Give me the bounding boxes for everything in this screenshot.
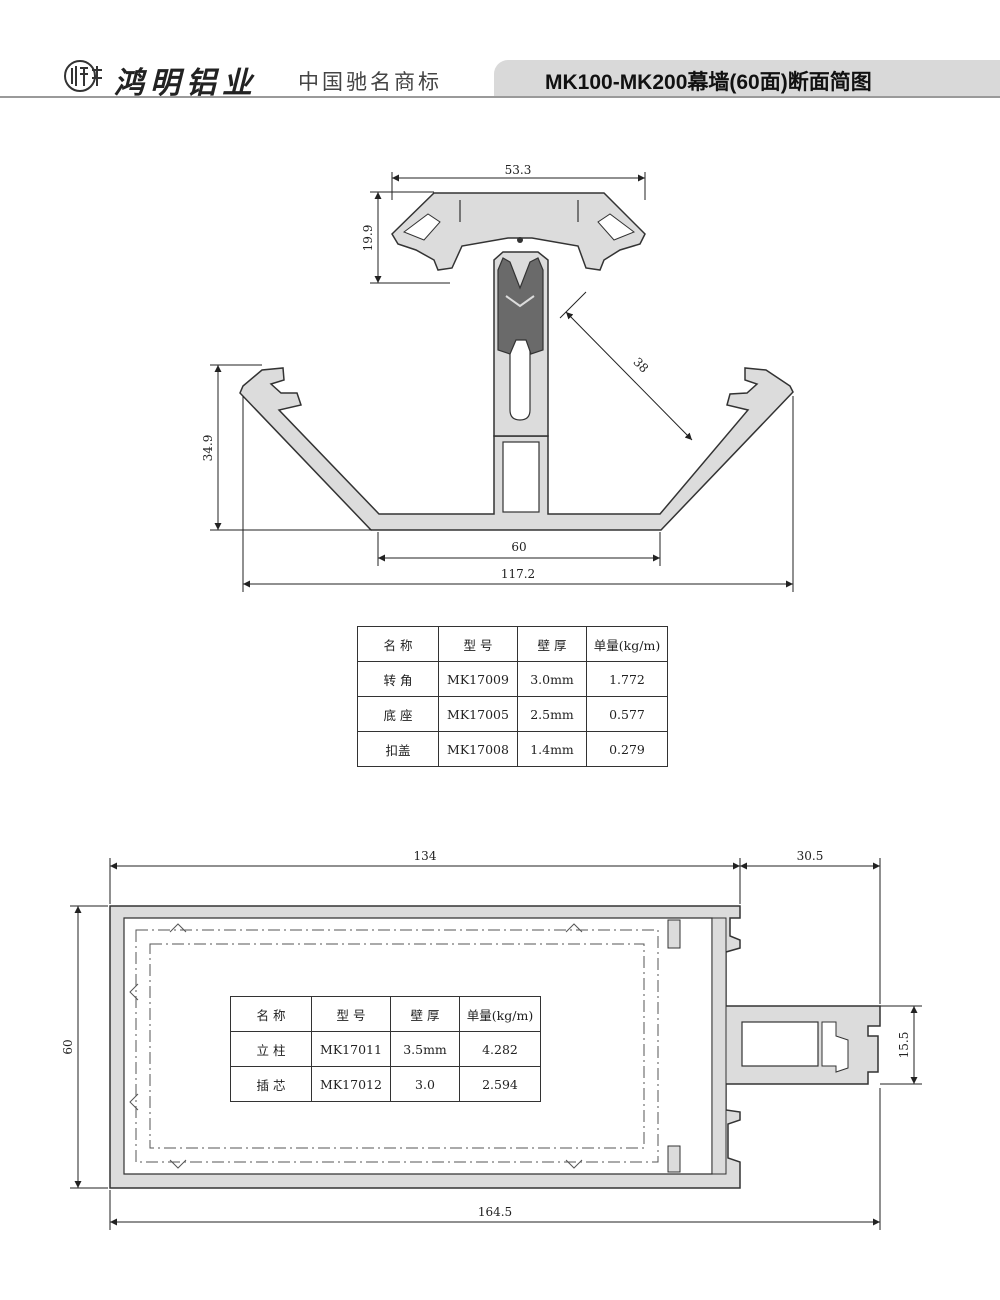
table-cell: 转 角 — [357, 661, 439, 697]
page-header: 鸿明铝业 中国驰名商标 MK100-MK200幕墙(60面)断面简图 — [0, 0, 1000, 101]
corner-profile-diagram: 53.3 19.9 38 34.9 60 117.2 — [201, 163, 794, 592]
table-header-cell: 单量(kg/m) — [459, 996, 541, 1032]
table-cell: 0.577 — [586, 696, 668, 732]
dim-total-width: 117.2 — [501, 567, 535, 581]
flange-slot — [741, 1021, 819, 1067]
dim-mullion-height: 60 — [61, 1039, 75, 1054]
table-header-cell: 名 称 — [230, 996, 312, 1032]
dim-slot-height: 15.5 — [897, 1032, 911, 1059]
table-cell: 1.772 — [586, 661, 668, 697]
dim-height: 34.9 — [201, 435, 215, 462]
dim-flange-width: 30.5 — [797, 849, 824, 863]
table-header-row: 名 称 型 号 壁 厚 单量(kg/m) — [230, 996, 541, 1032]
table-cell: 2.594 — [459, 1066, 541, 1102]
table-row: 插 芯 MK17012 3.0 2.594 — [230, 1066, 541, 1102]
table-row: 扣盖 MK17008 1.4mm 0.279 — [357, 731, 668, 767]
top-cap — [391, 192, 646, 271]
spec-table-corner: 名 称 型 号 壁 厚 单量(kg/m) 转 角 MK17009 3.0mm 1… — [357, 626, 668, 767]
title-tab — [494, 60, 1000, 98]
table-header-row: 名 称 型 号 壁 厚 单量(kg/m) — [357, 626, 668, 662]
header-divider — [0, 96, 1000, 98]
table-header-cell: 型 号 — [311, 996, 391, 1032]
table-cell: 3.5mm — [390, 1031, 460, 1067]
table-cell: 2.5mm — [517, 696, 587, 732]
table-cell: MK17011 — [311, 1031, 391, 1067]
table-cell: 扣盖 — [357, 731, 439, 767]
dim-cap-width: 53.3 — [505, 163, 532, 177]
table-cell: MK17005 — [438, 696, 518, 732]
brand-name: 鸿明铝业 — [114, 66, 258, 101]
table-row: 立 柱 MK17011 3.5mm 4.282 — [230, 1031, 541, 1067]
table-cell: 1.4mm — [517, 731, 587, 767]
table-cell: 0.279 — [586, 731, 668, 767]
table-cell: 3.0 — [390, 1066, 460, 1102]
table-cell: 4.282 — [459, 1031, 541, 1067]
table-cell: MK17008 — [438, 731, 518, 767]
table-cell: 立 柱 — [230, 1031, 312, 1067]
table-row: 底 座 MK17005 2.5mm 0.577 — [357, 696, 668, 732]
dim-base-width: 60 — [511, 540, 526, 554]
table-cell: 插 芯 — [230, 1066, 312, 1102]
spec-table-mullion: 名 称 型 号 壁 厚 单量(kg/m) 立 柱 MK17011 3.5mm 4… — [230, 996, 541, 1102]
table-cell: 底 座 — [357, 696, 439, 732]
table-header-cell: 名 称 — [357, 626, 439, 662]
table-cell: 3.0mm — [517, 661, 587, 697]
table-header-cell: 单量(kg/m) — [586, 626, 668, 662]
table-cell: MK17009 — [438, 661, 518, 697]
stem-hollow — [502, 441, 540, 513]
page-title: MK100-MK200幕墙(60面)断面简图 — [545, 71, 872, 94]
dim-arm-length: 38 — [630, 355, 651, 376]
dim-cap-height: 19.9 — [361, 225, 375, 252]
dim-body-width: 134 — [414, 849, 437, 863]
dim-total-width-2: 164.5 — [478, 1205, 512, 1219]
table-row: 转 角 MK17009 3.0mm 1.772 — [357, 661, 668, 697]
table-header-cell: 型 号 — [438, 626, 518, 662]
brand-slogan: 中国驰名商标 — [298, 70, 442, 94]
brand-logo-icon — [64, 60, 102, 92]
table-cell: MK17012 — [311, 1066, 391, 1102]
insert-core-outline — [135, 929, 659, 1163]
table-header-cell: 壁 厚 — [390, 996, 460, 1032]
table-header-cell: 壁 厚 — [517, 626, 587, 662]
